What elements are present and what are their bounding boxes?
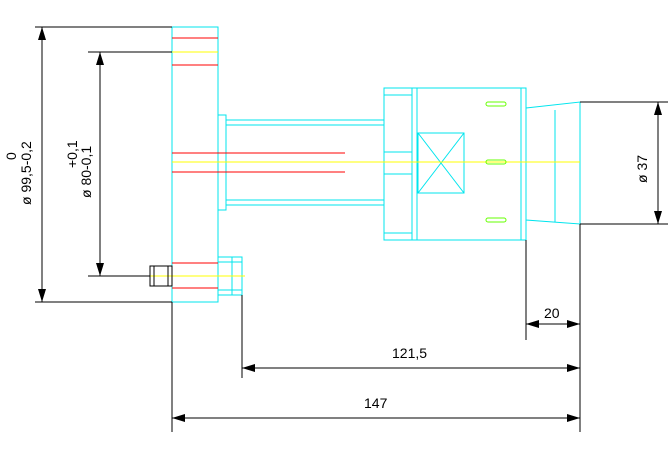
dim-bore-diameter: ø 80-0,1 +0,1: [64, 51, 172, 277]
sensor-housing: [411, 87, 527, 241]
coupling-disk: [383, 87, 413, 241]
flange-diameter-tolerance: 0: [3, 152, 19, 160]
shaft-diameter-label: ø 37: [634, 155, 650, 183]
hidden-lines: [172, 37, 345, 289]
dim-shaft-diameter: ø 37: [580, 101, 668, 225]
flange-diameter-label: ø 99,5-0,2: [18, 141, 34, 205]
centerlines: [150, 51, 580, 277]
cross-line: [417, 132, 465, 194]
part-outline: [171, 26, 581, 303]
arrowhead: [96, 52, 104, 65]
bolt-to-tip-label: 121,5: [392, 345, 427, 361]
arrowhead: [242, 364, 255, 372]
arrowhead: [96, 263, 104, 276]
slot-bottom: [485, 217, 507, 223]
arrowhead: [567, 364, 580, 372]
arrowhead: [567, 414, 580, 422]
slot-top: [485, 101, 507, 107]
flange-plate: [171, 26, 219, 303]
arrowhead: [654, 102, 662, 115]
slot-middle: [485, 159, 507, 165]
bore-diameter-label: ø 80-0,1: [78, 146, 94, 198]
dim-tip-length: 20: [525, 224, 581, 432]
arrowhead: [172, 414, 185, 422]
overall-length-label: 147: [364, 395, 388, 411]
bore-diameter-tolerance: +0,1: [64, 140, 80, 168]
cross-box: [417, 132, 465, 194]
tip-cylinder: [525, 101, 581, 225]
dim-overall-length: 147: [171, 302, 580, 432]
tip-length-label: 20: [544, 305, 560, 321]
arrowhead: [567, 320, 580, 328]
arrowhead: [38, 289, 46, 302]
slot-marks: [485, 101, 507, 223]
arrowhead: [526, 320, 539, 328]
arrowhead: [38, 27, 46, 40]
coupling-hub: [383, 151, 413, 175]
arrowhead: [654, 211, 662, 224]
dim-bolt-to-tip: 121,5: [241, 295, 580, 378]
dim-flange-diameter: ø 99,5-0,2 0: [3, 26, 172, 303]
